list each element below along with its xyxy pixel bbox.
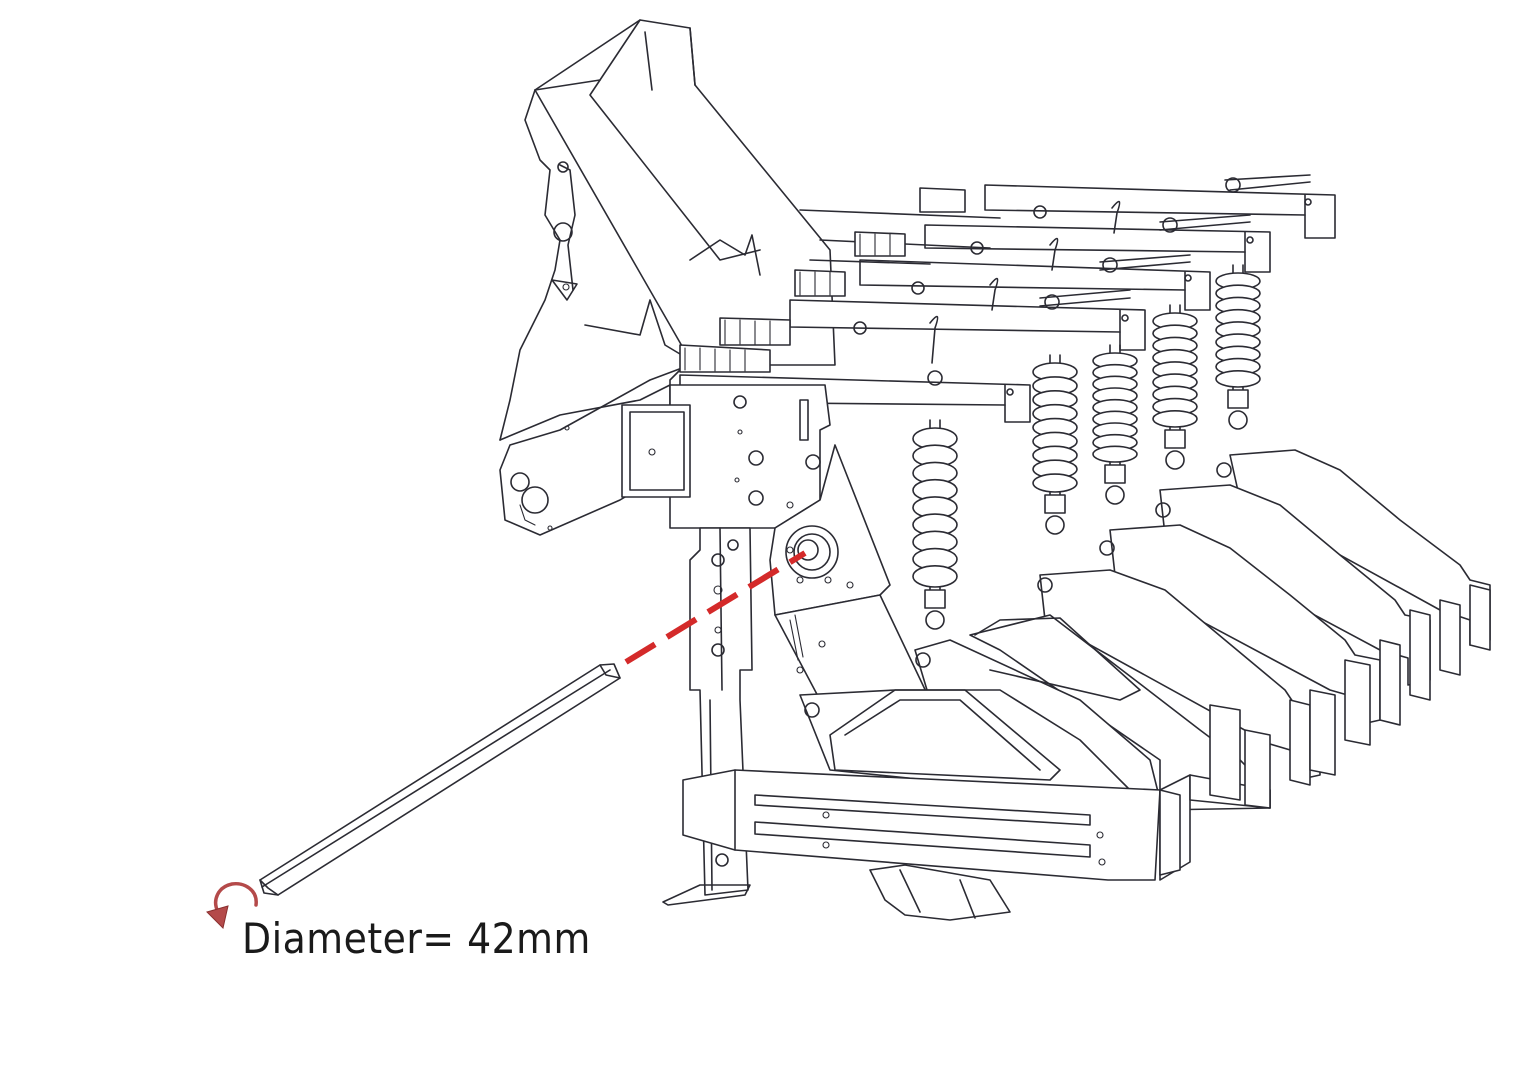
- row-spring: [1215, 264, 1261, 430]
- drive-side-plate: [621, 384, 891, 616]
- shaft-diameter-caption: Diameter= 42mm: [242, 914, 591, 963]
- row-spring: [1032, 354, 1078, 535]
- counterclockwise-rotation-icon: [206, 881, 258, 929]
- row-spring: [1152, 304, 1198, 470]
- row-spring: [1092, 344, 1138, 505]
- row-springs: [912, 264, 1261, 630]
- hitch-frame: [499, 19, 836, 536]
- shaft-axis-dashed-line: [624, 550, 807, 665]
- row-spring: [912, 419, 958, 630]
- seed-hoppers: [682, 449, 1491, 921]
- press-plates: [1159, 584, 1491, 876]
- hex-drive-shaft: [259, 663, 621, 896]
